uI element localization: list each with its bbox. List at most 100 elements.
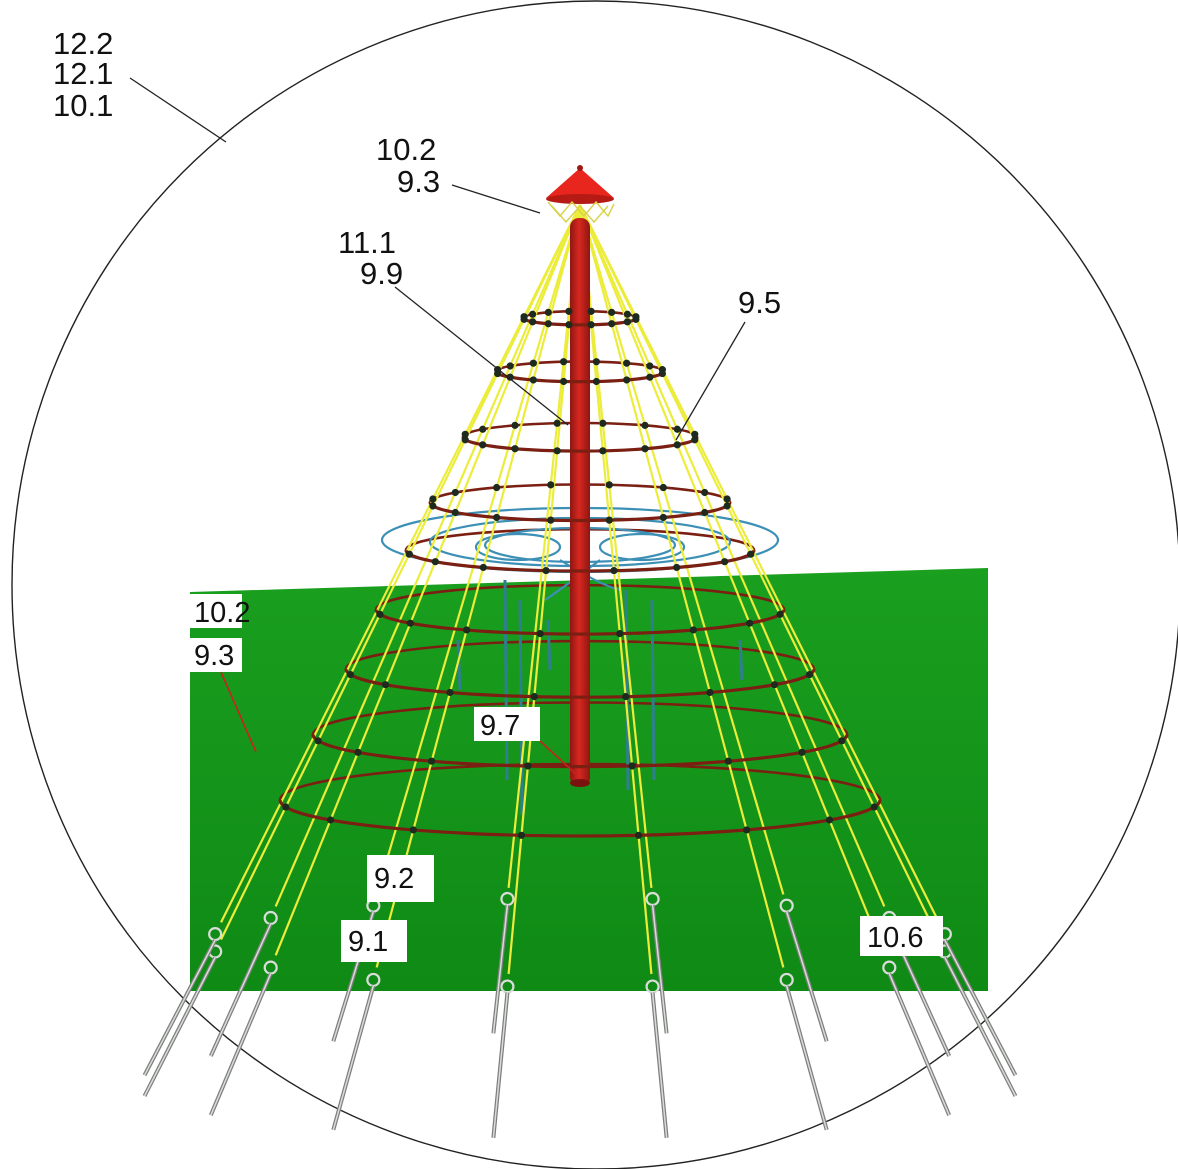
net-node bbox=[798, 748, 806, 756]
radial-rope bbox=[220, 204, 581, 940]
net-node bbox=[354, 748, 362, 756]
radial-rope bbox=[507, 204, 582, 975]
turnbuckle-highlight bbox=[143, 957, 216, 1097]
turnbuckle-highlight bbox=[143, 939, 216, 1076]
label-9-5: 9.5 bbox=[738, 285, 781, 320]
net-node bbox=[381, 681, 390, 689]
net-node bbox=[529, 318, 537, 326]
label-apex-9-3: 9.3 bbox=[397, 164, 440, 199]
hanging-rope bbox=[624, 589, 630, 791]
hanging-rope bbox=[503, 579, 509, 781]
hanging-rope bbox=[546, 619, 552, 671]
net-node bbox=[658, 366, 666, 374]
net-node bbox=[428, 757, 436, 765]
net-node bbox=[511, 445, 519, 453]
net-ring-front bbox=[311, 734, 849, 769]
radial-rope bbox=[507, 204, 582, 888]
net-node bbox=[511, 421, 519, 429]
leader-lines-red bbox=[220, 671, 579, 777]
net-node bbox=[608, 308, 616, 316]
net-node bbox=[641, 421, 649, 429]
net-node bbox=[746, 619, 754, 627]
net-node bbox=[376, 610, 384, 618]
net-node bbox=[723, 495, 731, 503]
hanging-rope bbox=[650, 599, 656, 781]
radial-rope bbox=[578, 204, 785, 968]
net-node bbox=[838, 737, 846, 745]
turnbuckle-highlight bbox=[785, 985, 828, 1131]
net-node bbox=[406, 619, 414, 627]
net-node bbox=[870, 803, 878, 811]
net-node bbox=[493, 513, 501, 522]
label-9-2: 9.2 bbox=[374, 863, 414, 895]
radial-rope bbox=[375, 204, 582, 968]
net-ring-front bbox=[404, 549, 756, 573]
radial-rope bbox=[274, 204, 582, 956]
net-ring-front bbox=[428, 502, 732, 523]
net-node bbox=[451, 508, 459, 517]
turnbuckle-highlight bbox=[210, 923, 272, 1057]
net-node bbox=[608, 320, 616, 328]
net-node bbox=[524, 762, 532, 770]
net-node bbox=[446, 688, 454, 697]
leader-lines bbox=[129, 77, 746, 441]
net-node bbox=[493, 483, 501, 492]
net-node bbox=[560, 358, 568, 366]
net-node bbox=[560, 377, 568, 386]
net-ring-front bbox=[374, 609, 786, 636]
boxed-label-ground: 10.6 bbox=[860, 916, 943, 956]
radial-rope bbox=[579, 204, 940, 940]
turnbuckle-highlight bbox=[332, 985, 375, 1131]
boxed-label-left: 10.2 9.3 bbox=[190, 594, 250, 672]
net-node bbox=[463, 626, 471, 634]
net-node bbox=[628, 762, 636, 770]
net-node bbox=[623, 310, 631, 318]
apex-rope-crown bbox=[547, 200, 615, 224]
boxed-label-anchor: 9.1 bbox=[341, 920, 407, 962]
net-node bbox=[506, 362, 514, 370]
net-node bbox=[605, 481, 613, 489]
net-node bbox=[429, 502, 437, 510]
net-node bbox=[565, 321, 573, 329]
turnbuckle-highlight bbox=[210, 973, 272, 1116]
net-node bbox=[770, 681, 779, 689]
label-12-2: 12.2 bbox=[53, 26, 113, 61]
apex-cap bbox=[546, 168, 614, 198]
net-node bbox=[689, 626, 697, 634]
net-node bbox=[599, 419, 607, 427]
label-9-1: 9.1 bbox=[348, 926, 388, 958]
mast-foot bbox=[570, 779, 590, 787]
net-ring-front bbox=[461, 436, 699, 453]
net-node bbox=[461, 436, 469, 444]
net-node bbox=[701, 488, 709, 497]
net-ring-front bbox=[344, 668, 816, 699]
net-node bbox=[429, 495, 437, 503]
net-node bbox=[314, 737, 322, 745]
net-ring-front bbox=[521, 317, 639, 327]
net-node bbox=[673, 441, 681, 449]
central-mast bbox=[570, 218, 590, 786]
net-node bbox=[542, 566, 550, 575]
net-node bbox=[544, 308, 552, 316]
net-node bbox=[743, 826, 751, 834]
hanging-rope bbox=[456, 639, 462, 691]
net-node bbox=[673, 563, 681, 572]
radial-rope bbox=[578, 204, 653, 888]
net-node bbox=[506, 373, 514, 381]
net-nodes bbox=[282, 307, 878, 839]
net-node bbox=[536, 630, 544, 638]
apex-tip bbox=[577, 165, 583, 171]
turnbuckle-highlight bbox=[492, 904, 509, 1034]
label-12-1: 12.1 bbox=[53, 56, 113, 91]
net-ring-front bbox=[278, 799, 882, 838]
net-node bbox=[724, 757, 732, 765]
net-node bbox=[691, 430, 699, 438]
net-node bbox=[673, 425, 681, 433]
apex-cap-rim bbox=[546, 194, 614, 204]
label-anchor-9-3: 9.3 bbox=[194, 640, 234, 672]
net-node bbox=[659, 513, 667, 522]
net-node bbox=[721, 558, 729, 566]
turnbuckle-highlight bbox=[944, 957, 1017, 1097]
net-node bbox=[346, 670, 355, 679]
